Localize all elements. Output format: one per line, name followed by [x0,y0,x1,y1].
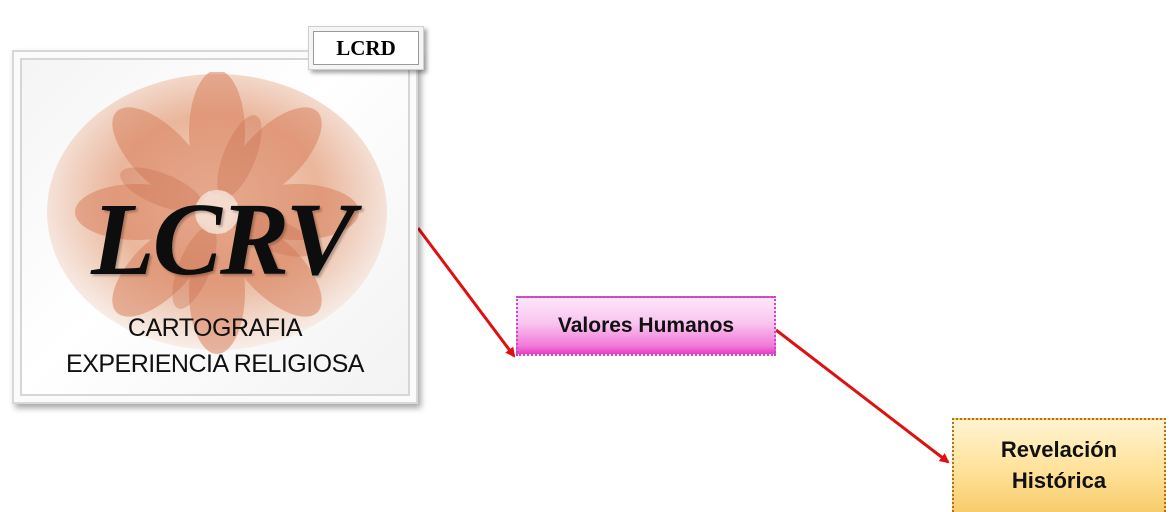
node-valores-humanos-label: Valores Humanos [557,314,735,337]
arrow-valores-to-revelacion [775,328,950,464]
node-revelacion-historica: Revelación Histórica [952,418,1166,512]
logo-title-line-1: CARTOGRAFIA [127,314,303,342]
hands-circle-art [47,72,387,354]
tag-label: LCRD [336,35,396,60]
node-revelacion-line-2: Histórica [1011,468,1107,493]
node-valores-humanos: Valores Humanos [516,296,776,356]
logo-card: LCRV CARTOGRAFIA EXPERIENCIA RELIGIOSA [12,50,418,404]
tag-box: LCRD [308,26,424,70]
arrow-logo-to-valores [416,227,516,358]
logo-monogram: LCRV [91,182,355,297]
logo-title-line-2: EXPERIENCIA RELIGIOSA [66,350,364,378]
node-revelacion-line-1: Revelación [1000,437,1118,463]
